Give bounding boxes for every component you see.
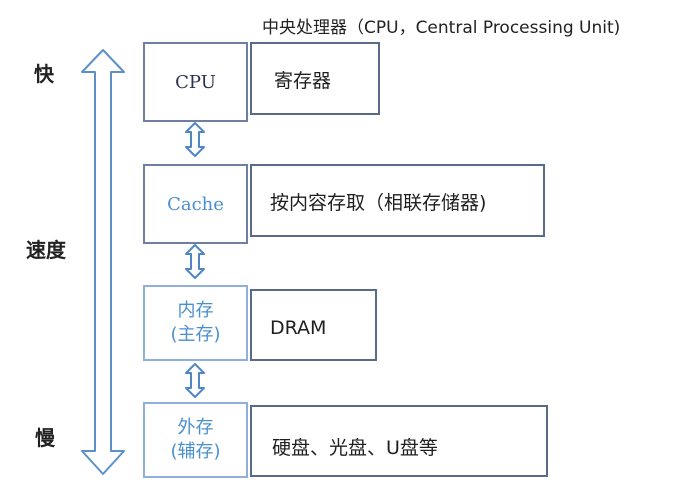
link-cache-memory-arrow-icon bbox=[185, 244, 205, 279]
associative-memory-box: 按内容存取（相联存储器) bbox=[250, 164, 545, 237]
cache-level-label: Cache bbox=[167, 193, 224, 215]
cpu-level-label: CPU bbox=[175, 71, 216, 93]
main-memory-level-label: 内存 bbox=[177, 299, 214, 321]
dram-label: DRAM bbox=[270, 317, 327, 339]
speed-slow-label: 慢 bbox=[35, 426, 55, 450]
speed-fast-label: 快 bbox=[34, 62, 54, 86]
storage-media-label: 硬盘、光盘、U盘等 bbox=[272, 437, 438, 459]
external-storage-level-box: 外存 (辅存) bbox=[143, 402, 248, 478]
storage-media-box: 硬盘、光盘、U盘等 bbox=[250, 405, 548, 477]
speed-double-arrow-icon bbox=[81, 49, 125, 475]
main-memory-level-sublabel: (主存) bbox=[170, 324, 221, 345]
associative-memory-label: 按内容存取（相联存储器) bbox=[270, 192, 487, 214]
external-storage-level-label: 外存 bbox=[177, 416, 214, 438]
dram-box: DRAM bbox=[250, 289, 377, 361]
diagram-caption: 中央处理器（CPU，Central Processing Unit) bbox=[262, 18, 621, 38]
link-cpu-cache-arrow-icon bbox=[185, 122, 205, 157]
link-memory-external-arrow-icon bbox=[185, 363, 205, 398]
external-storage-level-sublabel: (辅存) bbox=[170, 441, 221, 462]
registers-label: 寄存器 bbox=[274, 70, 332, 92]
speed-axis-label: 速度 bbox=[26, 238, 66, 262]
registers-box: 寄存器 bbox=[250, 42, 380, 115]
cache-level-box: Cache bbox=[143, 164, 248, 244]
main-memory-level-box: 内存 (主存) bbox=[143, 285, 248, 361]
cpu-level-box: CPU bbox=[143, 42, 248, 122]
